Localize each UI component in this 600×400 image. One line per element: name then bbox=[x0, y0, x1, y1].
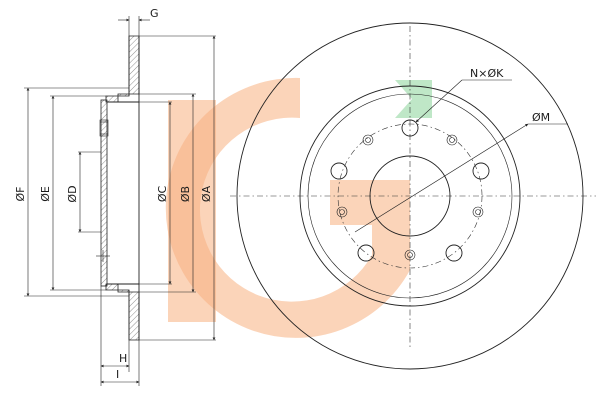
section-ring-upper bbox=[105, 35, 140, 103]
label-H: H bbox=[119, 352, 127, 365]
company-logo-icon bbox=[165, 77, 432, 338]
leader-NK bbox=[415, 79, 463, 123]
label-M: ØM bbox=[532, 111, 550, 124]
label-NK: N×ØK bbox=[470, 67, 504, 80]
leader-M bbox=[354, 123, 529, 233]
disc-outer-edge bbox=[236, 22, 584, 370]
label-D: ØD bbox=[66, 185, 79, 202]
bolt-holes bbox=[330, 119, 490, 262]
hub-outer bbox=[299, 85, 521, 307]
logo-green-accent bbox=[395, 80, 432, 118]
side-section-view: G H I ØF ØE ØD ØC ØB ØA bbox=[14, 7, 216, 386]
label-G: G bbox=[150, 7, 159, 20]
label-E: ØE bbox=[39, 186, 52, 202]
section-ring-lower bbox=[105, 283, 140, 341]
label-C: ØC bbox=[156, 186, 169, 203]
logo-outer-arc bbox=[165, 77, 410, 338]
bolt-circle bbox=[337, 123, 483, 269]
center-bore bbox=[369, 155, 451, 237]
label-F: ØF bbox=[14, 187, 27, 202]
small-holes bbox=[336, 134, 484, 261]
section-hat-wall bbox=[100, 99, 108, 287]
label-I: I bbox=[116, 368, 119, 381]
label-B: ØB bbox=[179, 186, 192, 202]
front-view: N×ØK ØM bbox=[230, 22, 596, 370]
logo-left-bar bbox=[168, 100, 216, 322]
label-A: ØA bbox=[200, 185, 213, 202]
